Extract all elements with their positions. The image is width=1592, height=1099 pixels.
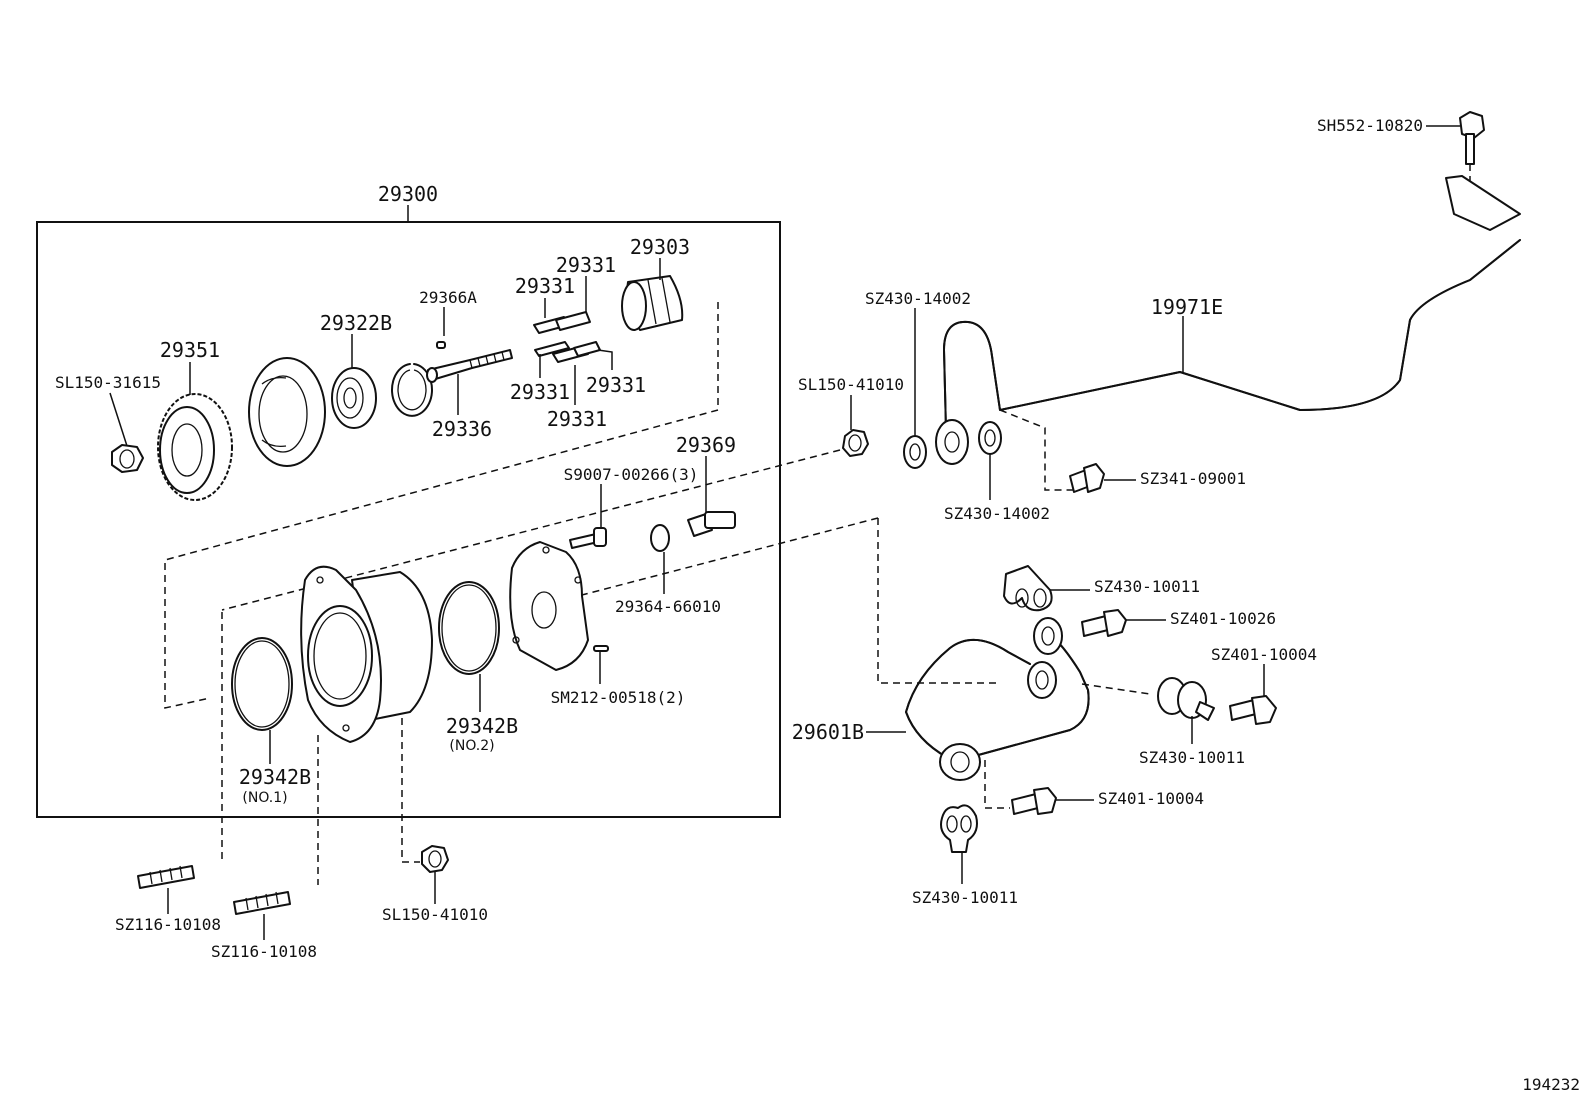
bolt-r3-axis [984, 760, 1010, 809]
hex-nut-bottom[interactable] [421, 845, 449, 873]
oring-no1[interactable] [231, 637, 293, 731]
label-vacuum-pipe[interactable]: 19971E [1151, 295, 1223, 319]
label-vane-a[interactable]: 29331 [515, 274, 575, 298]
gasket-clip-r3[interactable] [940, 804, 978, 853]
label-bolt-top[interactable]: SH552-10820 [1317, 116, 1423, 135]
vacuum-pipe[interactable] [935, 175, 1521, 465]
label-shaft[interactable]: 29336 [432, 417, 492, 441]
label-small-gasket[interactable]: 29364-66010 [615, 597, 721, 616]
bearing[interactable] [331, 367, 377, 429]
label-bolt-r3[interactable]: SZ401-10004 [1098, 789, 1204, 808]
bolt-r1[interactable] [1081, 609, 1127, 637]
assembly-label[interactable]: 29300 [378, 182, 438, 206]
label-bolt-union[interactable]: SZ341-09001 [1140, 469, 1246, 488]
label-nut-gear[interactable]: SL150-31615 [55, 373, 161, 392]
flange-bolt-top[interactable] [1459, 111, 1485, 165]
label-pin[interactable]: SM212-00518(2) [551, 688, 686, 707]
hex-nut-gear[interactable] [111, 444, 144, 473]
gasket-clip-r1[interactable] [1003, 565, 1053, 612]
label-gasket-top-a[interactable]: SZ430-14002 [865, 289, 971, 308]
label-oring-no1[interactable]: 29342B [239, 765, 311, 789]
label-vane-b[interactable]: 29331 [556, 253, 616, 277]
label-oring-no1-note: (NO.1) [242, 790, 287, 806]
pump-body[interactable] [300, 565, 433, 743]
alignment-lines [164, 140, 1471, 885]
union-bolt-pipe[interactable] [1069, 463, 1105, 493]
small-gasket[interactable] [650, 524, 670, 552]
gasket-r2-axis [1081, 683, 1151, 695]
nut-gear-leader [109, 392, 128, 447]
label-stud-b[interactable]: SZ116-10108 [211, 942, 317, 961]
label-gear[interactable]: 29351 [160, 338, 220, 362]
oil-pipe[interactable] [905, 617, 1090, 781]
gasket-top-left[interactable] [903, 435, 927, 469]
label-oring-no2[interactable]: 29342B [446, 714, 518, 738]
label-gasket-top-b[interactable]: SZ430-14002 [944, 504, 1050, 523]
label-oring-no2-note: (NO.2) [449, 738, 494, 754]
vane-set[interactable] [533, 311, 601, 363]
label-gasket-r1[interactable]: SZ430-10011 [1094, 577, 1200, 596]
label-nut-bottom[interactable]: SL150-41010 [382, 905, 488, 924]
label-bearing[interactable]: 29322B [320, 311, 392, 335]
key[interactable] [436, 341, 446, 349]
stud-b[interactable] [233, 891, 291, 915]
label-vane-d[interactable]: 29331 [586, 373, 646, 397]
bolt-r3[interactable] [1011, 787, 1057, 815]
shaft[interactable] [426, 349, 513, 383]
cover-screw[interactable] [569, 527, 607, 549]
drive-gear[interactable] [157, 393, 233, 501]
label-stud-a[interactable]: SZ116-10108 [115, 915, 221, 934]
label-union-bolt[interactable]: 29369 [676, 433, 736, 457]
stud-a[interactable] [137, 865, 195, 889]
label-gasket-r3[interactable]: SZ430-10011 [912, 888, 1018, 907]
label-oil-pipe[interactable]: 29601B [792, 720, 864, 744]
vane-d-leader [597, 349, 613, 370]
gasket-top-right[interactable] [978, 421, 1002, 455]
axis-line-upper [164, 302, 719, 709]
label-key[interactable]: 29366A [419, 288, 477, 307]
label-bolt-r1[interactable]: SZ401-10026 [1170, 609, 1276, 628]
rotor[interactable] [621, 275, 684, 331]
union-bolt-axis [999, 409, 1080, 491]
nut-bottom-axis [401, 718, 420, 863]
assembly-group: 29300 [36, 182, 781, 818]
bolt-r2[interactable] [1229, 695, 1277, 725]
snap-ring[interactable] [391, 363, 433, 417]
label-gasket-r2[interactable]: SZ430-10011 [1139, 748, 1245, 767]
label-bolt-r2[interactable]: SZ401-10004 [1211, 645, 1317, 664]
union-bolt[interactable] [687, 511, 736, 537]
axis-line-cover [577, 517, 879, 597]
oring-no2[interactable] [438, 581, 500, 675]
label-rotor[interactable]: 29303 [630, 235, 690, 259]
pump-cover[interactable] [509, 541, 589, 671]
pump-sleeve[interactable] [248, 357, 326, 467]
figure-id: 194232 [1522, 1075, 1580, 1094]
label-screw[interactable]: S9007-00266(3) [564, 465, 699, 484]
axis-line-pipe [877, 518, 1000, 684]
label-vane-e[interactable]: 29331 [547, 407, 607, 431]
hex-nut-top[interactable] [842, 429, 869, 457]
label-nut-top[interactable]: SL150-41010 [798, 375, 904, 394]
label-vane-c[interactable]: 29331 [510, 380, 570, 404]
gasket-clip-r2[interactable] [1157, 677, 1215, 721]
dowel-pin[interactable] [593, 645, 609, 652]
